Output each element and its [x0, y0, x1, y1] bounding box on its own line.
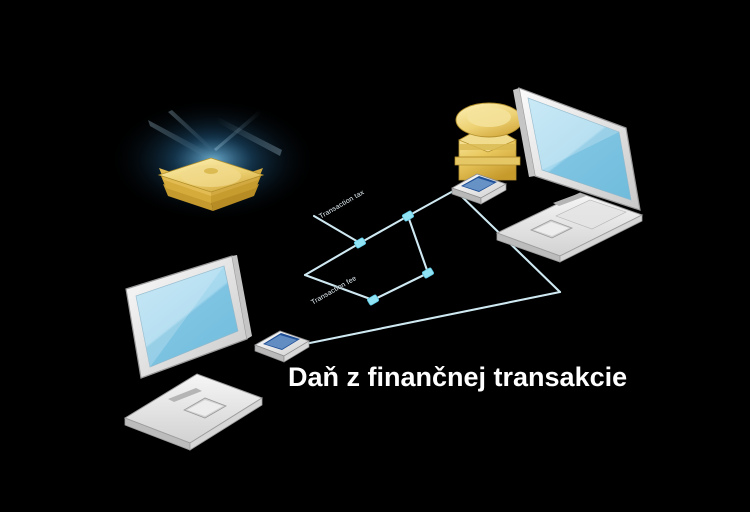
node-junction-lower: [367, 294, 379, 306]
coin-stack-glow: [157, 157, 265, 211]
laptop-left: [123, 255, 264, 451]
node-junction-upper-right: [402, 210, 414, 222]
network-nodes: [354, 210, 434, 306]
laptop-right: [454, 87, 644, 263]
page-title: Daň z finančnej transakcie: [288, 362, 628, 392]
money-stack-right: [454, 102, 523, 181]
node-junction-upper: [354, 237, 366, 249]
modem-right: [450, 173, 508, 205]
network-links: [284, 188, 562, 354]
modem-left: [253, 330, 311, 363]
node-junction-lower-right: [422, 267, 434, 279]
glowing-coin-left: [108, 98, 318, 222]
